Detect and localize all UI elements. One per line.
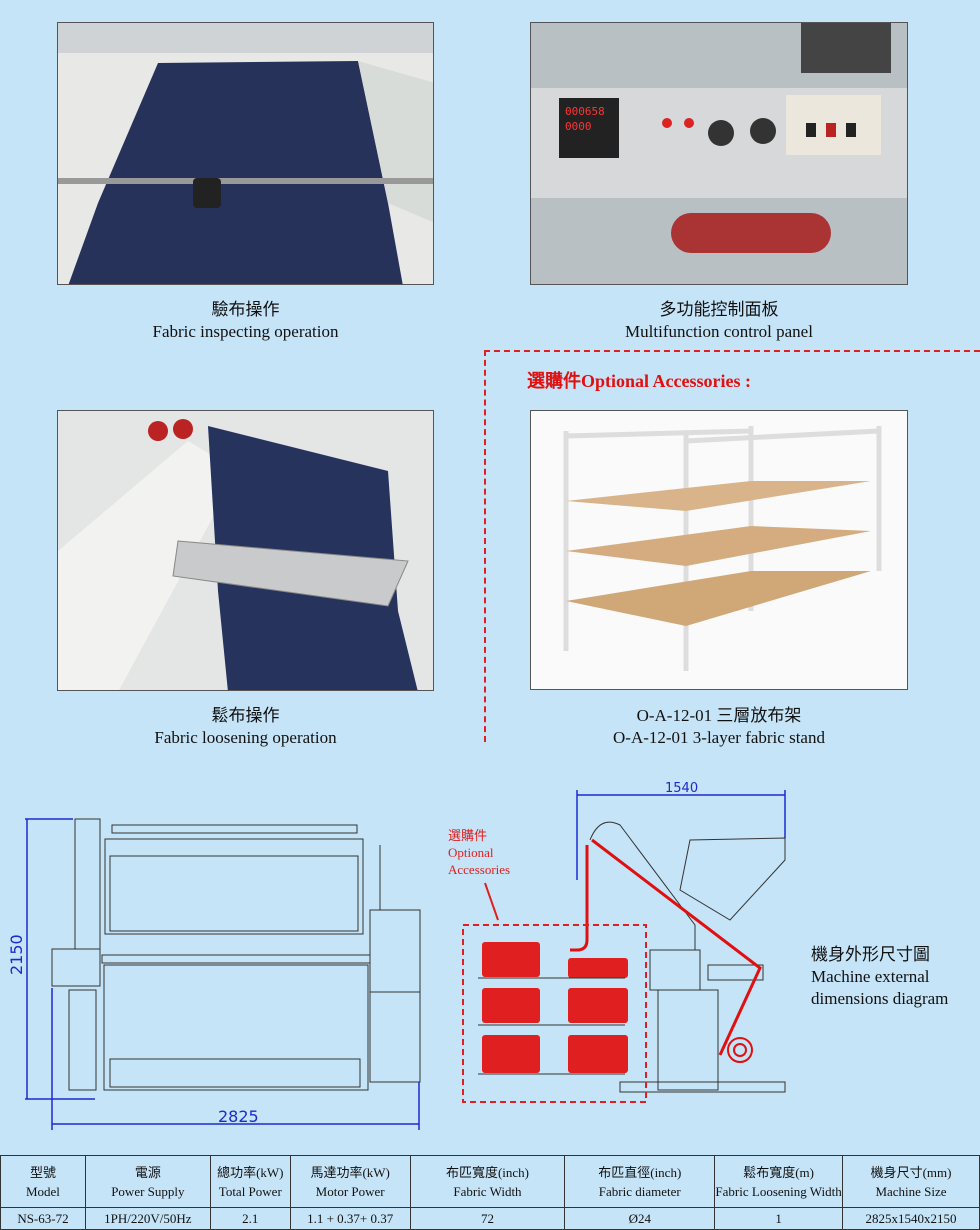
title-en2: dimensions diagram (811, 989, 949, 1008)
height-dimension-label: 2150 (7, 934, 26, 975)
header-motor-power: 馬達功率(kW)Motor Power (289, 1155, 411, 1208)
width-dimension-label: 2825 (218, 1107, 259, 1126)
optional-frame-top (484, 350, 980, 352)
spec-value-row: NS-63-72 1PH/220V/50Hz 2.1 1.1 + 0.37+ 0… (0, 1207, 980, 1230)
fabric-loosening-photo (57, 410, 434, 691)
header-fabric-width: 布匹寬度(inch)Fabric Width (409, 1155, 566, 1208)
control-panel-photo: 000658 0000 (530, 22, 908, 285)
caption-en: O-A-12-01 3-layer fabric stand (613, 728, 825, 747)
fabric-inspecting-photo (57, 22, 434, 285)
side-width-dimension-label: 1540 (665, 781, 698, 796)
header-total-power: 總功率(kW)Total Power (209, 1155, 291, 1208)
dimensions-diagram-title: 機身外形尺寸圖 Machine external dimensions diag… (811, 944, 948, 1010)
optional-cn: 選購件 (448, 828, 488, 843)
fabric-stand-photo (530, 410, 908, 690)
optional-en2: Accessories (448, 862, 511, 877)
caption-cn: 驗布操作 (211, 300, 280, 319)
cell-total-power: 2.1 (209, 1207, 291, 1230)
header-fabric-diameter: 布匹直徑(inch)Fabric diameter (564, 1155, 716, 1208)
title-en1: Machine external (811, 967, 930, 986)
title-cn: 機身外形尺寸圖 (811, 945, 930, 964)
cell-machine-size: 2825x1540x2150 (842, 1207, 980, 1230)
caption-cn: 多功能控制面板 (659, 300, 779, 319)
caption-cn: O-A-12-01 三層放布架 (636, 706, 802, 725)
optional-accessories-note: 選購件 Optional Accessories (448, 827, 510, 878)
side-view-diagram: 1540 (430, 780, 980, 1110)
display-bottom: 0000 (565, 120, 592, 133)
cell-model: NS-63-72 (0, 1207, 86, 1230)
cell-fabric-diameter: Ø24 (564, 1207, 716, 1230)
caption-control-panel: 多功能控制面板 Multifunction control panel (530, 299, 908, 343)
header-loosening-width: 鬆布寬度(m)Fabric Loosening Width (714, 1155, 844, 1208)
header-machine-size: 機身尺寸(mm)Machine Size (842, 1155, 980, 1208)
optional-frame-left (484, 350, 486, 742)
caption-cn: 鬆布操作 (211, 706, 280, 725)
caption-en: Fabric loosening operation (154, 728, 337, 747)
caption-en: Fabric inspecting operation (152, 322, 339, 341)
caption-en: Multifunction control panel (625, 322, 813, 341)
display-top: 000658 (565, 105, 605, 118)
front-view-diagram: 2150 2825 (0, 800, 430, 1130)
cell-power-supply: 1PH/220V/50Hz (84, 1207, 211, 1230)
caption-fabric-stand: O-A-12-01 三層放布架 O-A-12-01 3-layer fabric… (530, 705, 908, 749)
optional-en1: Optional (448, 845, 494, 860)
caption-fabric-loosening: 鬆布操作 Fabric loosening operation (57, 705, 434, 749)
cell-loosening-width: 1 (714, 1207, 844, 1230)
caption-fabric-inspecting: 驗布操作 Fabric inspecting operation (57, 299, 434, 343)
cell-motor-power: 1.1 + 0.37+ 0.37 (289, 1207, 411, 1230)
optional-accessories-heading: 選購件Optional Accessories : (527, 371, 751, 391)
cell-fabric-width: 72 (409, 1207, 566, 1230)
